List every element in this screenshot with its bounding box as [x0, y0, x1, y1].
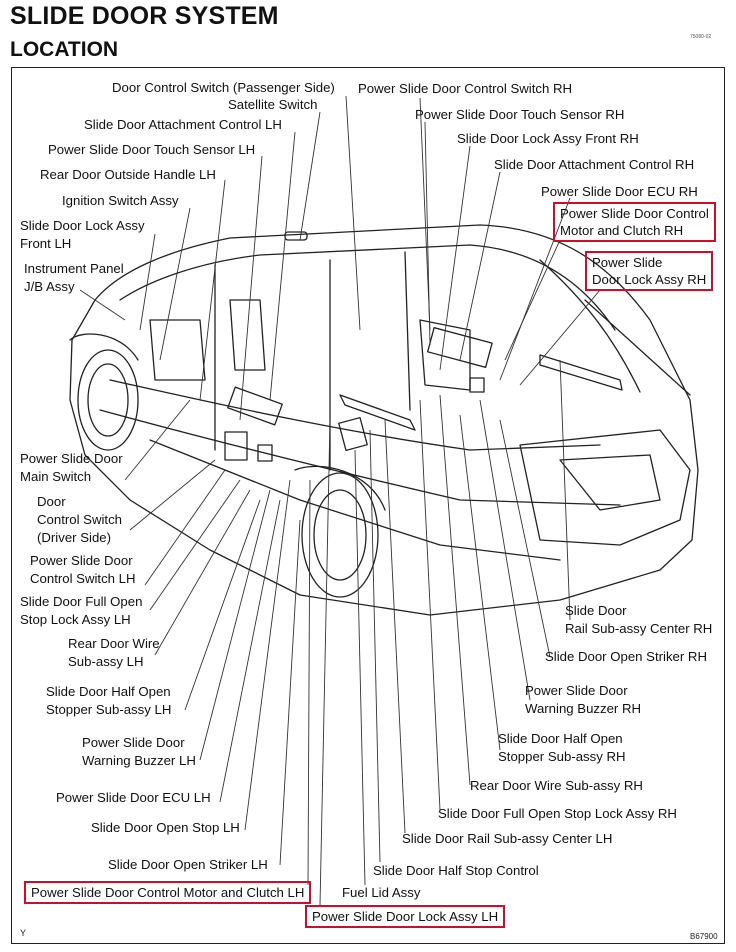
label-rear-door-wire-sub-assy-lh: Rear Door Wire Sub-assy LH	[68, 636, 160, 669]
label-slide-door-lock-assy-front-rh: Slide Door Lock Assy Front RH	[457, 131, 639, 146]
label-power-slide-door-ecu-lh: Power Slide Door ECU LH	[56, 790, 211, 805]
corner-mark: Y	[20, 928, 27, 938]
label-power-slide-door-control-switch-lh: Power Slide Door Control Switch LH	[30, 553, 136, 586]
label-slide-door-half-open-stopper-lh: Slide Door Half Open Stopper Sub-assy LH	[46, 684, 172, 717]
label-satellite-switch: Satellite Switch	[228, 97, 318, 112]
label-slide-door-full-open-stop-lock-assy-lh: Slide Door Full Open Stop Lock Assy LH	[20, 594, 143, 627]
label-door-control-switch-passenger: Door Control Switch (Passenger Side)	[112, 80, 335, 95]
label-power-slide-door-warning-buzzer-rh: Power Slide Door Warning Buzzer RH	[525, 683, 642, 716]
label-power-slide-door-control-motor-clutch-lh: Power Slide Door Control Motor and Clutc…	[24, 881, 312, 904]
label-slide-door-open-stop-lh: Slide Door Open Stop LH	[91, 820, 240, 835]
label-slide-door-open-striker-rh: Slide Door Open Striker RH	[545, 649, 707, 664]
page-title: SLIDE DOOR SYSTEM	[10, 2, 279, 30]
page-subtitle: LOCATION	[10, 38, 119, 61]
label-power-slide-door-control-switch-rh: Power Slide Door Control Switch RH	[358, 81, 573, 96]
label-slide-door-open-striker-lh: Slide Door Open Striker LH	[108, 857, 268, 872]
label-slide-door-attachment-control-rh: Slide Door Attachment Control RH	[494, 157, 695, 172]
label-rear-door-outside-handle-lh: Rear Door Outside Handle LH	[40, 167, 216, 182]
document-code: 75080-02	[690, 34, 712, 40]
label-slide-door-attachment-control-lh: Slide Door Attachment Control LH	[84, 117, 282, 132]
label-fuel-lid-assy: Fuel Lid Assy	[342, 885, 421, 900]
label-power-slide-door-warning-buzzer-lh: Power Slide Door Warning Buzzer LH	[82, 735, 196, 768]
label-instrument-panel-jb-assy: Instrument Panel J/B Assy	[24, 261, 124, 294]
label-slide-door-full-open-stop-lock-assy-rh: Slide Door Full Open Stop Lock Assy RH	[438, 806, 677, 821]
label-power-slide-door-main-switch: Power Slide Door Main Switch	[20, 451, 123, 484]
label-slide-door-half-open-stopper-rh: Slide Door Half Open Stopper Sub-assy RH	[498, 731, 626, 764]
label-power-slide-door-touch-sensor-rh: Power Slide Door Touch Sensor RH	[415, 107, 625, 122]
label-power-slide-door-lock-assy-rh: Power Slide Door Lock Assy RH	[585, 251, 714, 291]
label-power-slide-door-control-motor-clutch-rh: Power Slide Door Control Motor and Clutc…	[553, 202, 716, 242]
label-slide-door-half-stop-control: Slide Door Half Stop Control	[373, 863, 539, 878]
label-power-slide-door-ecu-rh: Power Slide Door ECU RH	[541, 184, 698, 199]
label-power-slide-door-touch-sensor-lh: Power Slide Door Touch Sensor LH	[48, 142, 256, 157]
figure-code: B67900	[690, 932, 718, 941]
label-slide-door-rail-center-lh: Slide Door Rail Sub-assy Center LH	[402, 831, 613, 846]
diagram-frame	[11, 67, 725, 944]
label-power-slide-door-lock-assy-lh: Power Slide Door Lock Assy LH	[305, 905, 506, 928]
label-ignition-switch-assy: Ignition Switch Assy	[62, 193, 179, 208]
label-rear-door-wire-sub-assy-rh: Rear Door Wire Sub-assy RH	[470, 778, 643, 793]
label-slide-door-rail-center-rh: Slide Door Rail Sub-assy Center RH	[565, 603, 713, 636]
label-door-control-switch-driver: Door Control Switch (Driver Side)	[37, 494, 123, 545]
label-slide-door-lock-assy-front-lh: Slide Door Lock Assy Front LH	[20, 218, 145, 251]
